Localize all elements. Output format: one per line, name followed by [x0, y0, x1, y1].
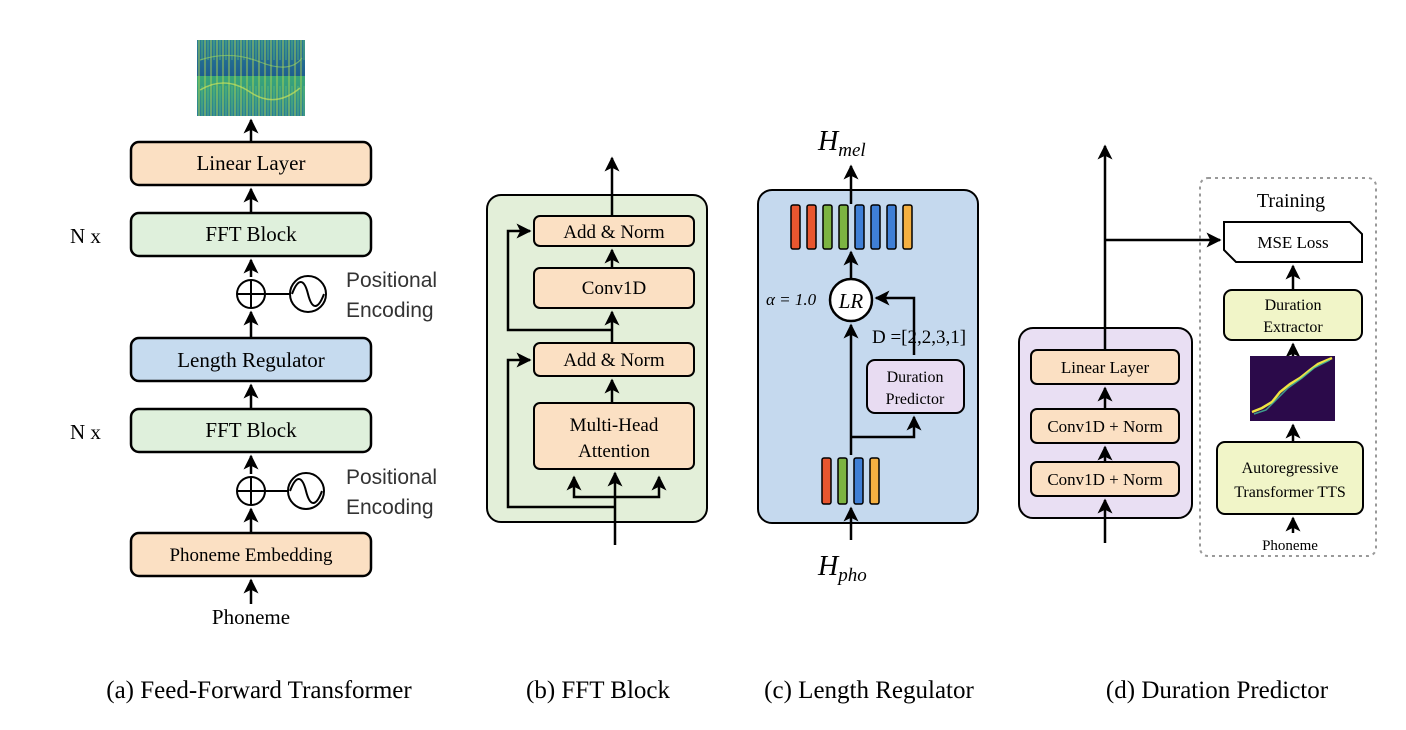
duration-extractor-line2: Extractor [1263, 319, 1323, 336]
add-norm-bottom-label: Add & Norm [563, 350, 665, 371]
expanded-hidden-bars [790, 204, 913, 250]
conv1d-box [533, 267, 695, 309]
panel-c: Hmel LR α = 1.0 D =[2,2,3,1] Duration Pr… [757, 126, 979, 704]
duration-extractor-line1: Duration [1265, 297, 1322, 314]
conv1d-label: Conv1D [582, 278, 646, 299]
duration-predictor-box [866, 359, 965, 414]
expanded-bar-1 [806, 204, 817, 250]
duration-predictor-line1: Duration [887, 369, 944, 386]
linear-layer-label: Linear Layer [196, 151, 305, 175]
panel-d: Linear Layer Conv1D + Norm Conv1D + Norm… [1018, 144, 1377, 704]
expanded-bar-0 [790, 204, 801, 250]
linear-layer-d-label: Linear Layer [1061, 358, 1150, 377]
duration-extractor-box [1223, 289, 1363, 341]
expanded-bar-4 [854, 204, 865, 250]
phoneme-embedding-label: Phoneme Embedding [169, 545, 333, 566]
phoneme-bar-2 [853, 457, 864, 505]
phoneme-bar-0 [821, 457, 832, 505]
autoregressive-line1: Autoregressive [1242, 460, 1339, 477]
training-label: Training [1257, 190, 1325, 212]
phoneme-d-label: Phoneme [1262, 538, 1318, 554]
phoneme-input-label: Phoneme [212, 605, 290, 629]
fft-block-bottom-label: FFT Block [205, 418, 297, 442]
nx-bottom-label: N x [70, 420, 101, 444]
positional-top-line1: Positional [346, 269, 437, 292]
conv-norm-bottom-box [1030, 461, 1180, 497]
mse-loss-box [1223, 221, 1363, 263]
panel-b: Add & Norm Conv1D Add & Norm Multi-Head … [486, 156, 708, 704]
conv-norm-top-box [1030, 408, 1180, 444]
fft-block-top-box [129, 211, 373, 258]
multi-head-label: Multi-Head [570, 415, 659, 436]
length-regulator-label: Length Regulator [177, 348, 325, 372]
positional-bottom-line2: Encoding [346, 496, 434, 519]
expanded-bar-7 [902, 204, 913, 250]
caption-b: (b) FFT Block [526, 677, 670, 704]
caption-c: (c) Length Regulator [764, 677, 974, 704]
add-norm-bottom-box [533, 342, 695, 377]
lr-operator-circle [828, 277, 874, 323]
lr-operator-label: LR [838, 289, 864, 313]
conv-norm-bottom-label: Conv1D + Norm [1047, 470, 1162, 489]
mel-spectrogram-texture [199, 82, 301, 101]
conv-norm-top-label: Conv1D + Norm [1047, 417, 1162, 436]
expanded-bar-2 [822, 204, 833, 250]
fft-block-top-label: FFT Block [205, 222, 297, 246]
panel-a: Linear Layer FFT Block N x Positional En… [70, 40, 437, 704]
h-pho-symbol: Hpho [817, 551, 867, 586]
multi-head-attention-box [533, 402, 695, 470]
add-norm-top-label: Add & Norm [563, 222, 665, 243]
length-regulator-panel [757, 189, 979, 524]
duration-predictor-line2: Predictor [886, 391, 945, 408]
phoneme-hidden-bars [821, 457, 880, 505]
mse-loss-label: MSE Loss [1257, 233, 1328, 252]
expanded-bar-3 [838, 204, 849, 250]
caption-a: (a) Feed-Forward Transformer [106, 677, 412, 704]
phoneme-bar-1 [837, 457, 848, 505]
alpha-label: α = 1.0 [766, 290, 817, 309]
nx-top-label: N x [70, 224, 101, 248]
h-mel-symbol: Hmel [817, 126, 866, 161]
autoregressive-line2: Transformer TTS [1234, 484, 1346, 501]
expanded-bar-6 [886, 204, 897, 250]
positional-bottom-line1: Positional [346, 466, 437, 489]
positional-top-line2: Encoding [346, 299, 434, 322]
linear-layer-d-box [1030, 349, 1180, 385]
length-regulator-box [129, 336, 373, 383]
training-region [1199, 177, 1377, 557]
autoregressive-tts-box [1216, 441, 1364, 515]
add-norm-top-box [533, 215, 695, 247]
duration-vector-label: D =[2,2,3,1] [872, 327, 966, 348]
fft-block-bottom-box [129, 407, 373, 454]
phoneme-bar-3 [869, 457, 880, 505]
mel-spectrogram-image [197, 40, 305, 116]
attention-label: Attention [578, 441, 650, 462]
phoneme-embedding-box [129, 531, 373, 578]
expanded-bar-5 [870, 204, 881, 250]
alignment-diagonal [1251, 356, 1333, 414]
linear-layer-box [129, 140, 373, 187]
caption-d: (d) Duration Predictor [1106, 677, 1329, 704]
